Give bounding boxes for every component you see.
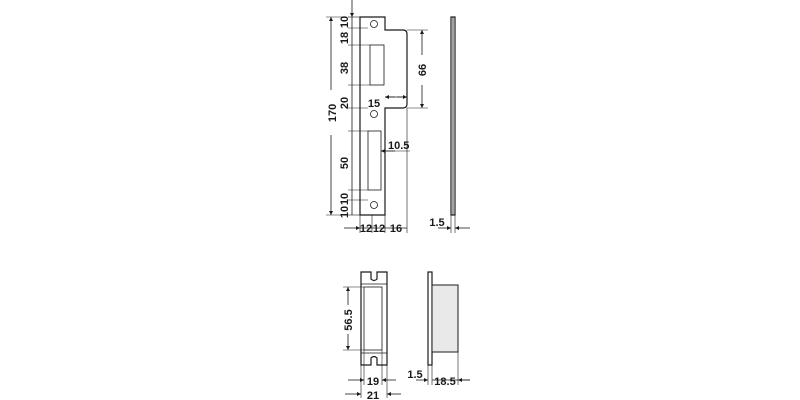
dim-height-10-lower-a: 10 (339, 193, 351, 205)
recess-height-dimension (407, 29, 428, 109)
box-width-dimensions (345, 350, 401, 398)
box-outline (360, 271, 388, 366)
strike-plate-side-view (438, 16, 470, 233)
screw-hole-top (370, 20, 378, 28)
dim-height-18: 18 (339, 32, 351, 44)
screw-hole-bottom (370, 201, 378, 209)
dim-width-12-a: 12 (360, 223, 372, 235)
dim-height-10-top: 10 (339, 16, 351, 28)
dim-box-outer-width: 21 (367, 390, 379, 400)
screw-hole-middle (370, 110, 378, 118)
box-strike-side-view (416, 271, 470, 385)
dim-box-depth: 18.5 (434, 376, 455, 388)
box-strike-front-view (360, 271, 388, 366)
dim-box-flange: 1.5 (407, 369, 422, 381)
dim-total-height: 170 (327, 104, 339, 122)
latch-opening (369, 44, 385, 86)
dim-width-12-b: 12 (373, 223, 385, 235)
total-height-dimension (326, 16, 346, 216)
height-dimension-chain (348, 0, 370, 216)
bolt-opening (367, 130, 382, 191)
dim-height-10-lower-b: 10 (339, 206, 351, 218)
dim-height-20: 20 (339, 97, 351, 109)
box-height-dimension (343, 286, 364, 351)
dim-height-38: 38 (339, 62, 351, 74)
dim-recess-width: 15 (368, 98, 380, 110)
dim-box-height: 56.5 (343, 309, 355, 330)
plate-outline (359, 16, 408, 216)
dim-recess-height: 66 (417, 64, 429, 76)
width-dimension-chain (344, 108, 408, 233)
dim-width-16: 16 (390, 223, 402, 235)
strike-plate-front-view (359, 16, 408, 216)
dim-plate-thickness: 1.5 (429, 217, 444, 229)
dim-slot-offset: 10.5 (388, 140, 409, 152)
dim-height-50: 50 (339, 157, 351, 169)
dim-box-inner-width: 19 (367, 376, 379, 388)
